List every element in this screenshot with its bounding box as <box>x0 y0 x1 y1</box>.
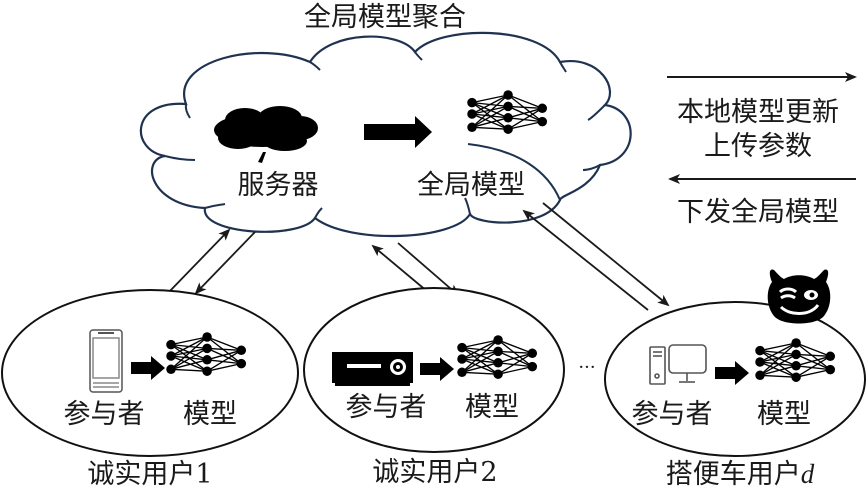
legend-download: 下发全局模型 <box>677 197 839 228</box>
client-free-rider: 参与者 模型 搭便车用户d <box>604 269 866 490</box>
more-clients-ellipsis: ··· <box>578 357 595 378</box>
clientd-participant-label: 参与者 <box>632 399 713 430</box>
devil-icon <box>767 269 831 324</box>
client2-upload-arrow <box>371 244 429 293</box>
client2-caption: 诚实用户2 <box>372 457 497 488</box>
desktop-computer-icon <box>649 344 707 385</box>
clientd-caption: 搭便车用户d <box>666 459 815 490</box>
clientd-caption-prefix: 搭便车用户 <box>666 459 801 490</box>
legend-upload-line1: 本地模型更新 <box>677 97 839 128</box>
legend-upload-line2: 上传参数 <box>704 131 812 162</box>
legend: 本地模型更新 上传参数 下发全局模型 <box>667 72 857 228</box>
client-honest-2: 参与者 模型 诚实用户2 <box>303 287 565 488</box>
clientd-model-label: 模型 <box>757 399 811 430</box>
cloud-seams <box>164 51 606 219</box>
client-honest-1: 参与者 模型 诚实用户1 <box>1 289 299 490</box>
smartphone-icon <box>89 329 123 393</box>
aggregation-arrow <box>364 116 432 148</box>
client1-caption: 诚实用户1 <box>87 459 212 490</box>
server-icon <box>214 106 318 163</box>
server-label: 服务器 <box>238 170 319 201</box>
client2-participant-label: 参与者 <box>346 392 427 423</box>
client2-model-label: 模型 <box>465 392 519 423</box>
projector-icon <box>332 352 413 386</box>
diagram-title: 全局模型聚合 <box>304 2 466 33</box>
clientd-download-arrow <box>542 202 670 307</box>
clientd-caption-var: d <box>801 459 815 489</box>
connection-arrows <box>167 202 670 311</box>
client1-participant-label: 参与者 <box>64 399 145 430</box>
client1-upload-arrow <box>167 228 231 294</box>
client1-model-label: 模型 <box>183 399 237 430</box>
global-model-label: 全局模型 <box>417 170 525 201</box>
clientd-upload-arrow <box>522 209 649 311</box>
client2-download-arrow <box>397 242 460 297</box>
client1-download-arrow <box>194 231 256 295</box>
